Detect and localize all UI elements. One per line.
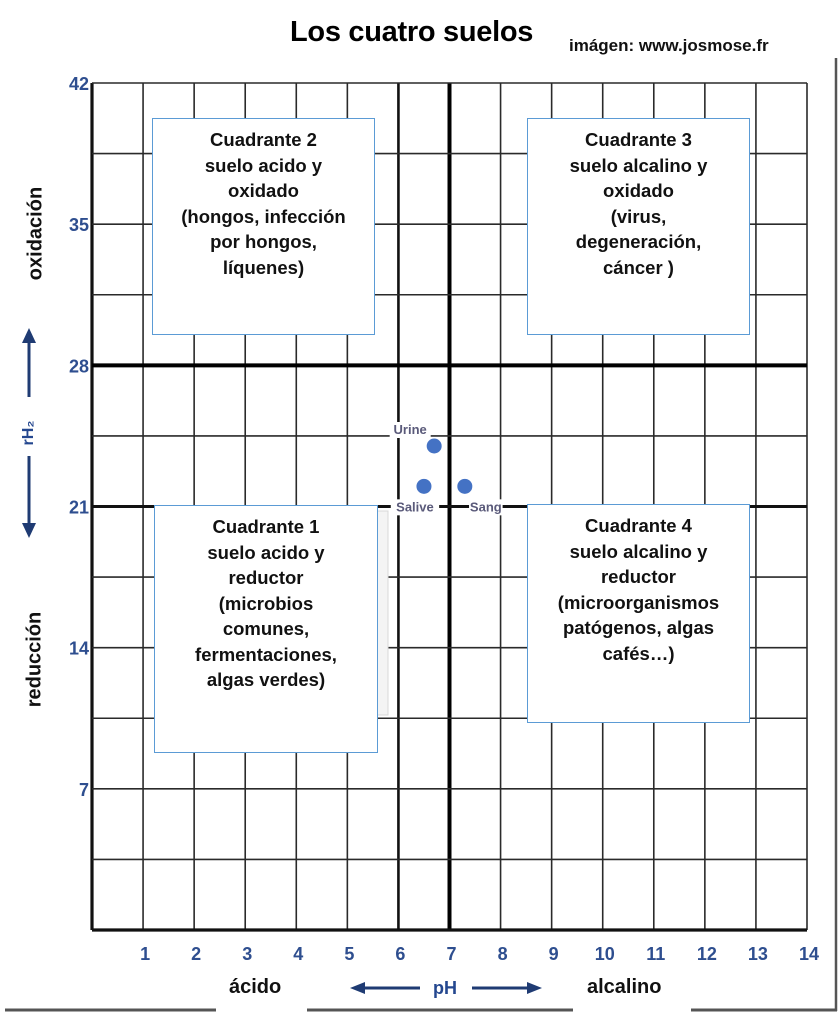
y-tick-label: 7: [79, 780, 89, 800]
quadrant-text-line: suelo alcalino y: [569, 540, 708, 562]
quadrant-text-line: cáncer ): [603, 256, 674, 278]
x-tick-label: 5: [344, 944, 354, 964]
y-axis-top-label: oxidación: [24, 186, 47, 281]
y-tick-label: 28: [69, 356, 89, 376]
x-tick-label: 9: [549, 944, 559, 964]
x-tick-label: 12: [697, 944, 717, 964]
quadrant-text-line: Cuadrante 1: [212, 516, 320, 537]
quadrant-text-line: patógenos, algas: [562, 617, 715, 638]
axis-arrows: [22, 328, 542, 994]
y-axis-name: rH₂: [20, 420, 37, 446]
x-axis-right-label: alcalino: [587, 976, 662, 998]
y-tick-label: 35: [69, 215, 89, 235]
arrow-down-icon: [22, 456, 36, 538]
quadrant-text-line: algas verdes): [206, 669, 326, 690]
x-axis-name: pH: [433, 978, 457, 998]
outer-frame: [5, 58, 838, 1012]
point-label-background: [469, 499, 503, 516]
data-point: [426, 438, 442, 454]
quadrant-text-line: suelo acido y: [204, 154, 323, 176]
point-label: Urine: [394, 422, 427, 437]
arrow-right-icon: [472, 982, 542, 994]
image-credit: imágen: www.josmose.fr: [569, 36, 769, 55]
x-tick-label: 8: [498, 944, 508, 964]
quadrant-text-line: (microorganismos: [557, 591, 720, 613]
x-tick-label: 10: [595, 944, 615, 964]
arrow-left-icon: [350, 982, 420, 994]
point-label-background: [389, 422, 431, 438]
chart-title: Los cuatro suelos: [290, 16, 534, 48]
point-label-background: [390, 499, 440, 516]
quadrant-text-line: (virus,: [610, 205, 667, 227]
quadrant-1-shadow: [376, 510, 389, 716]
quadrant-text-line: comunes,: [222, 618, 310, 639]
quadrant-text-line: reductor: [228, 567, 304, 588]
quadrant-text-line: fermentaciones,: [195, 643, 337, 665]
quadrant-text-line: cafés…): [602, 642, 675, 664]
x-tick-label: 13: [748, 944, 768, 964]
quadrant-text-line: líquenes): [222, 256, 305, 278]
quadrant-text-line: suelo alcalino y: [569, 154, 708, 176]
y-tick-label: 14: [69, 639, 89, 659]
x-axis-left-label: ácido: [229, 976, 282, 998]
y-tick-label: 21: [69, 498, 89, 518]
point-label: Salive: [396, 499, 434, 514]
quadrant-text-line: por hongos,: [210, 231, 317, 252]
x-tick-label: 4: [293, 944, 303, 964]
quadrant-text-line: Cuadrante 4: [585, 515, 692, 536]
data-point: [416, 478, 432, 494]
x-tick-label: 11: [646, 944, 665, 964]
quadrant-4-box: Cuadrante 4 suelo alcalino y reductor (micr…: [527, 504, 750, 723]
quadrant-text-line: reductor: [600, 566, 677, 587]
point-label: Sang: [470, 499, 502, 514]
y-axis-bottom-label: reducción: [23, 611, 46, 708]
y-tick-label: 42: [69, 74, 89, 94]
x-tick-label: 6: [395, 944, 405, 964]
x-tick-label: 2: [191, 944, 201, 964]
x-tick-label: 7: [446, 944, 456, 964]
arrow-up-icon: [22, 328, 36, 397]
quadrant-text-line: (hongos, infección: [181, 205, 346, 227]
x-tick-label: 1: [140, 944, 150, 964]
quadrant-text-line: oxidado: [228, 180, 299, 201]
x-tick-label: 3: [242, 944, 252, 964]
quadrant-text-line: oxidado: [603, 180, 674, 201]
quadrant-text-line: suelo acido y: [207, 541, 325, 563]
quadrant-2-box: Cuadrante 2 suelo acido y oxidado (hongos, …: [152, 118, 375, 335]
quadrant-text-line: degeneración,: [575, 231, 702, 252]
quadrant-1-box: Cuadrante 1 suelo acido y reductor (microbi…: [154, 505, 378, 753]
quadrant-text-line: Cuadrante 3: [585, 129, 692, 150]
quadrant-text-line: Cuadrante 2: [210, 129, 317, 150]
data-point: [457, 478, 473, 494]
x-tick-label: 14: [799, 944, 819, 964]
quadrant-text-line: (microbios: [218, 592, 314, 614]
quadrant-3-box: Cuadrante 3 suelo alcalino y oxidado (virus…: [527, 118, 750, 335]
